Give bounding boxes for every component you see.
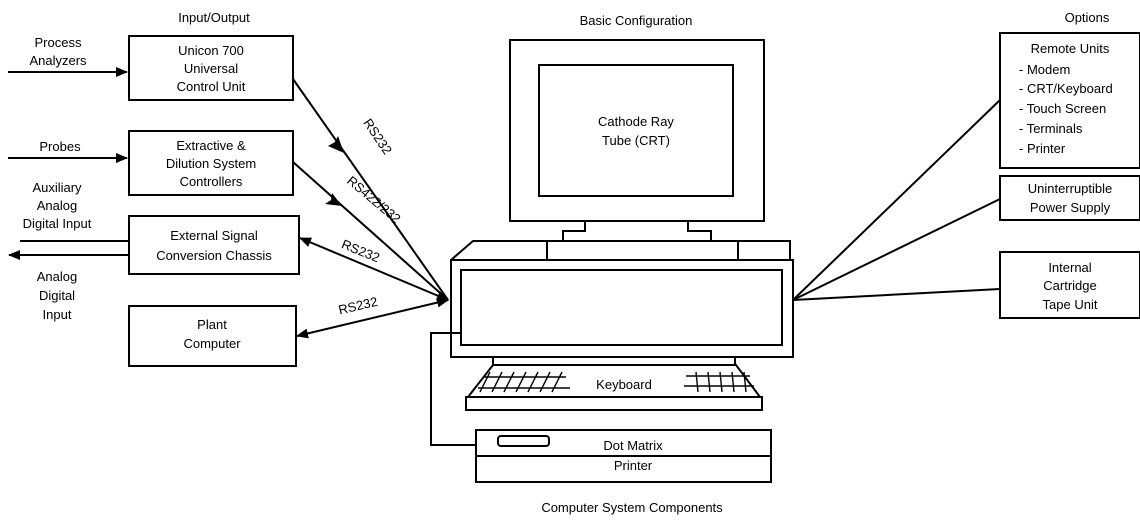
probes-label: Probes — [39, 139, 81, 154]
printer-label-2: Printer — [614, 458, 653, 473]
analog-output-label-3: Input — [43, 307, 72, 322]
tape-unit-label-1: Internal — [1048, 260, 1091, 275]
extractive-label-1: Extractive & — [176, 138, 246, 153]
auxiliary-label-1: Auxiliary — [32, 180, 82, 195]
crt-label-2: Tube (CRT) — [602, 133, 670, 148]
tape-unit-box — [999, 251, 1140, 319]
basic-configuration-heading: Basic Configuration — [580, 13, 693, 28]
unicon-rs232-label: RS232 — [360, 116, 395, 157]
unicon-box — [128, 35, 294, 101]
keyboard-keys-left — [478, 371, 570, 393]
options-heading: Options — [1065, 10, 1110, 25]
remote-units-item-printer: - Printer — [1019, 141, 1066, 156]
unicon-label-1: Unicon 700 — [178, 43, 244, 58]
analog-output-label-1: Analog — [37, 269, 77, 284]
extractive-link-arrowhead — [325, 193, 342, 206]
tape-unit-label-3: Tape Unit — [1043, 297, 1098, 312]
remote-units-title: Remote Units — [1031, 41, 1110, 56]
external-signal-label-1: External Signal — [170, 228, 258, 243]
plant-computer-label-2: Computer — [183, 336, 241, 351]
external-signal-rs232-label: RS232 — [339, 236, 381, 265]
monitor-stand — [562, 221, 712, 242]
printer-paper-slot — [497, 435, 550, 447]
unicon-link-arrowhead — [328, 136, 344, 153]
remote-units-item-touch-screen: - Touch Screen — [1019, 101, 1106, 116]
extractive-link — [292, 161, 449, 301]
keyboard-label: Keyboard — [596, 377, 652, 392]
extractive-box — [128, 130, 294, 196]
printer-label-1: Dot Matrix — [603, 438, 663, 453]
analog-output-label-2: Digital — [39, 288, 75, 303]
auxiliary-label-3: Digital Input — [23, 216, 92, 231]
unicon-label-3: Control Unit — [177, 79, 246, 94]
external-signal-box — [128, 215, 300, 275]
process-analyzers-label-2: Analyzers — [29, 53, 87, 68]
extractive-label-3: Controllers — [180, 174, 243, 189]
ups-link — [792, 198, 1001, 301]
remote-units-box — [999, 32, 1140, 169]
ups-box — [999, 175, 1140, 221]
external-signal-link — [299, 237, 449, 301]
auxiliary-label-2: Analog — [37, 198, 77, 213]
ups-label-2: Power Supply — [1030, 200, 1111, 215]
plant-computer-box — [128, 305, 297, 367]
printer-cable — [430, 332, 476, 446]
keyboard-keys-right — [684, 371, 754, 393]
plant-computer-label-1: Plant — [197, 317, 227, 332]
external-signal-label-2: Conversion Chassis — [156, 248, 272, 263]
plant-computer-link — [296, 297, 449, 339]
process-analyzers-label-1: Process — [35, 35, 82, 50]
remote-units-link — [792, 99, 1001, 301]
unicon-label-2: Universal — [184, 61, 238, 76]
remote-units-item-modem: - Modem — [1019, 62, 1070, 77]
tape-unit-link — [792, 288, 1001, 301]
ups-label-1: Uninterruptible — [1028, 181, 1113, 196]
crt-label-1: Cathode Ray — [598, 114, 674, 129]
keyboard-front-edge — [465, 396, 763, 411]
crt-screen — [538, 64, 734, 197]
input-output-heading: Input/Output — [178, 10, 250, 25]
computer-front-panel — [460, 269, 783, 346]
tape-unit-label-2: Cartridge — [1043, 278, 1096, 293]
plant-computer-rs232-label: RS232 — [337, 294, 379, 318]
extractive-rs422-label: RS422/232 — [344, 173, 403, 226]
extractive-label-2: Dilution System — [166, 156, 256, 171]
remote-units-item-crt-keyboard: - CRT/Keyboard — [1019, 81, 1113, 96]
computer-case-top — [450, 240, 791, 261]
diagram-caption: Computer System Components — [541, 500, 723, 515]
remote-units-item-terminals: - Terminals — [1019, 121, 1083, 136]
